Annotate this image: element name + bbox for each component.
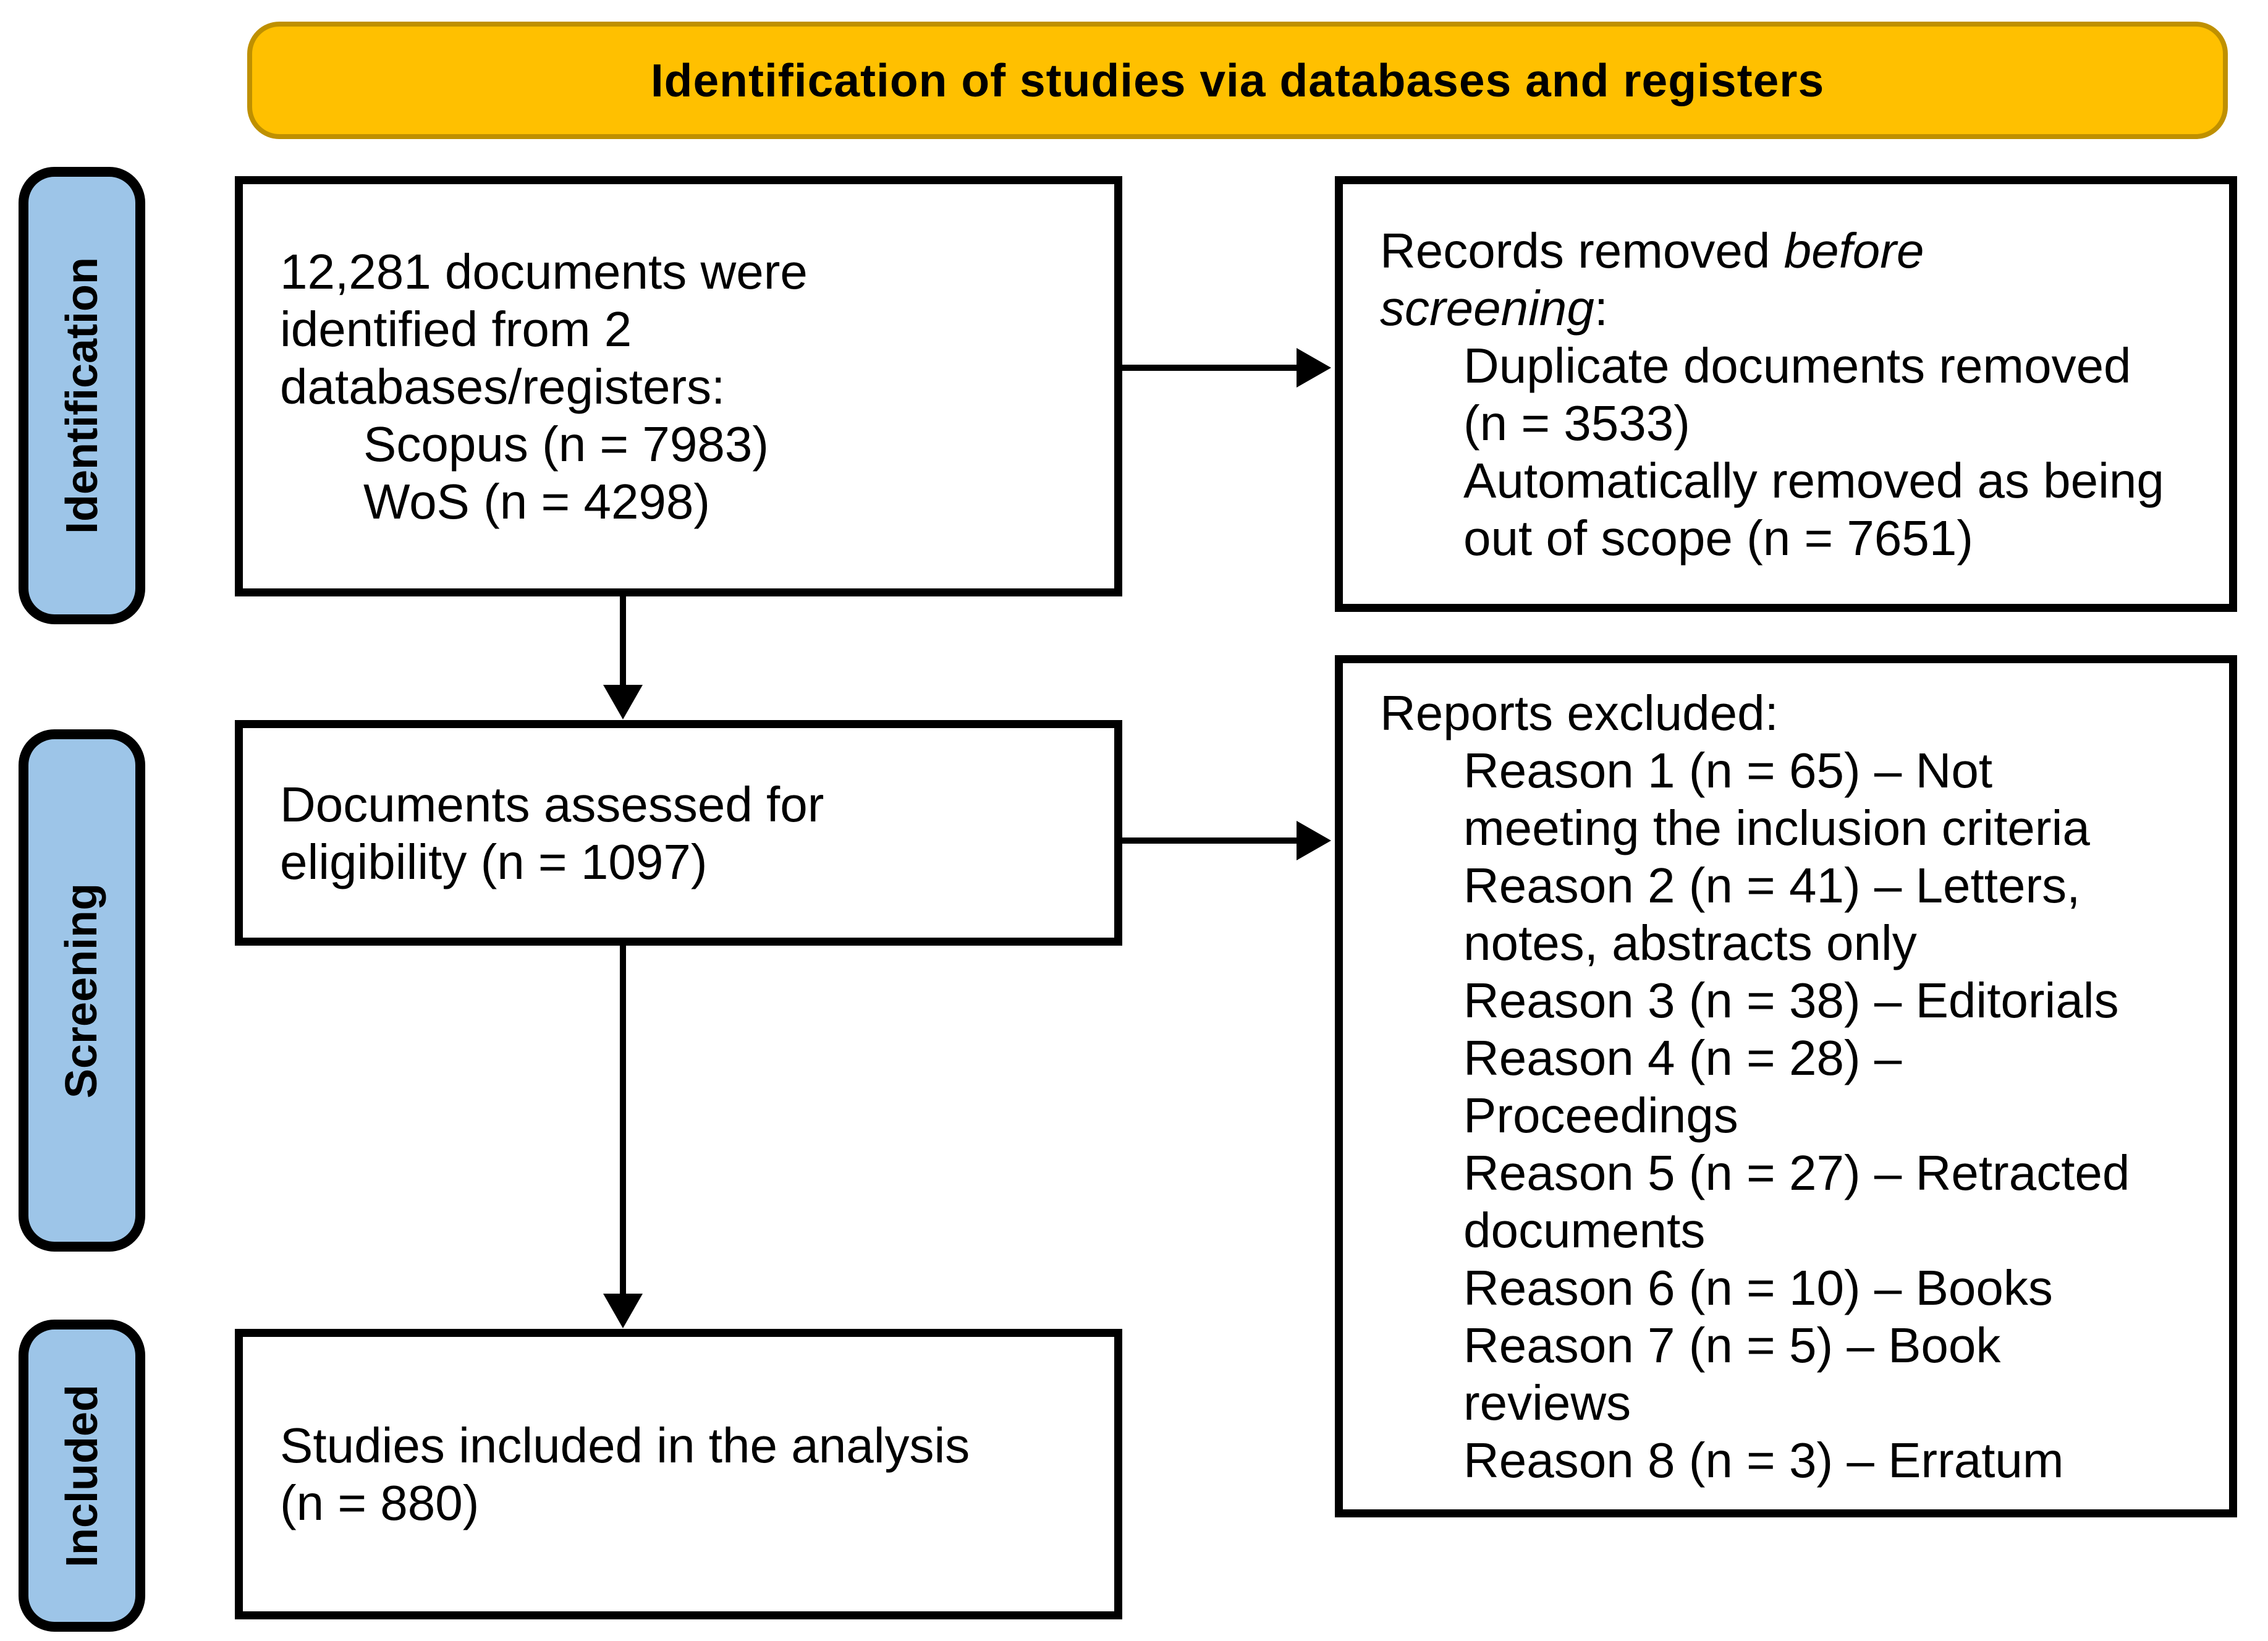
banner-title: Identification of studies via databases …: [650, 54, 1825, 106]
text-segment: Proceedings: [1463, 1087, 1738, 1143]
text-line: Reason 3 (n = 38) – Editorials: [1380, 972, 2217, 1029]
stage-label-included: Included: [19, 1320, 145, 1632]
stage-label-screening-text: Screening: [57, 883, 107, 1098]
text-segment: Reason 3 (n = 38) – Editorials: [1463, 972, 2119, 1028]
box-reports-excluded: Reports excluded:Reason 1 (n = 65) – Not…: [1335, 655, 2237, 1517]
text-line: identified from 2: [280, 300, 1102, 358]
text-segment: documents: [1463, 1202, 1706, 1258]
text-line: databases/registers:: [280, 358, 1102, 415]
text-line: screening:: [1380, 279, 2217, 337]
text-line: reviews: [1380, 1374, 2217, 1431]
box-studies-included: Studies included in the analysis(n = 880…: [235, 1329, 1122, 1619]
text-line: Duplicate documents removed: [1380, 337, 2217, 394]
text-segment: reviews: [1463, 1375, 1631, 1430]
text-line: (n = 3533): [1380, 394, 2217, 452]
arrow-assessed-to-excluded-line: [1122, 837, 1299, 844]
text-segment: 12,281 documents were: [280, 244, 808, 299]
text-segment: databases/registers:: [280, 358, 726, 414]
text-line: Studies included in the analysis: [280, 1417, 1102, 1474]
text-segment: (n = 3533): [1463, 395, 1690, 451]
text-line: Reason 5 (n = 27) – Retracted: [1380, 1144, 2217, 1202]
text-segment: Reason 7 (n = 5) – Book: [1463, 1317, 2001, 1373]
text-line: eligibility (n = 1097): [280, 833, 1102, 891]
text-segment: Documents assessed for: [280, 776, 824, 832]
text-segment: out of scope (n = 7651): [1463, 510, 1973, 566]
text-line: Reason 2 (n = 41) – Letters,: [1380, 857, 2217, 914]
text-segment: Reason 8 (n = 3) – Erratum: [1463, 1432, 2064, 1488]
text-line: Documents assessed for: [280, 776, 1102, 833]
arrow-identified-to-removed-line: [1122, 365, 1299, 371]
text-line: Automatically removed as being: [1380, 452, 2217, 509]
text-segment: Reason 1 (n = 65) – Not: [1463, 742, 1993, 798]
text-line: meeting the inclusion criteria: [1380, 799, 2217, 857]
text-line: Records removed before: [1380, 222, 2217, 279]
arrow-assessed-to-excluded-head: [1297, 821, 1331, 860]
stage-label-identification-text: Identification: [57, 257, 107, 534]
text-segment: Reports excluded:: [1380, 685, 1779, 740]
text-segment: Reason 2 (n = 41) – Letters,: [1463, 857, 2081, 913]
text-segment: notes, abstracts only: [1463, 915, 1917, 970]
text-line: Reason 4 (n = 28) –: [1380, 1029, 2217, 1087]
text-segment: Records removed: [1380, 223, 1784, 278]
text-segment: Reason 6 (n = 10) – Books: [1463, 1260, 2053, 1315]
text-line: Reason 1 (n = 65) – Not: [1380, 742, 2217, 799]
text-line: out of scope (n = 7651): [1380, 509, 2217, 567]
text-line: Scopus (n = 7983): [280, 415, 1102, 473]
arrow-identified-to-assessed-line: [620, 596, 626, 688]
text-line: notes, abstracts only: [1380, 914, 2217, 972]
text-segment: WoS (n = 4298): [363, 473, 711, 529]
text-line: Reports excluded:: [1380, 684, 2217, 742]
arrow-assessed-to-included-head: [603, 1294, 643, 1328]
arrow-identified-to-removed-head: [1297, 348, 1331, 388]
text-line: WoS (n = 4298): [280, 473, 1102, 530]
stage-label-identification: Identification: [19, 167, 145, 624]
text-segment: before: [1784, 223, 1924, 278]
arrow-assessed-to-included-line: [620, 946, 626, 1297]
text-segment: (n = 880): [280, 1475, 480, 1530]
text-line: (n = 880): [280, 1474, 1102, 1532]
text-line: Reason 6 (n = 10) – Books: [1380, 1259, 2217, 1317]
text-line: Proceedings: [1380, 1087, 2217, 1144]
text-line: 12,281 documents were: [280, 243, 1102, 300]
text-segment: Duplicate documents removed: [1463, 337, 2131, 393]
text-segment: eligibility (n = 1097): [280, 834, 708, 889]
text-line: documents: [1380, 1202, 2217, 1259]
stage-label-included-text: Included: [57, 1384, 107, 1567]
text-segment: Reason 5 (n = 27) – Retracted: [1463, 1145, 2130, 1200]
text-segment: meeting the inclusion criteria: [1463, 800, 2090, 855]
text-segment: Reason 4 (n = 28) –: [1463, 1030, 1902, 1085]
text-segment: screening: [1380, 280, 1594, 336]
text-segment: Studies included in the analysis: [280, 1418, 970, 1473]
text-segment: identified from 2: [280, 301, 632, 357]
arrow-identified-to-assessed-head: [603, 685, 643, 719]
text-line: Reason 8 (n = 3) – Erratum: [1380, 1431, 2217, 1489]
banner: Identification of studies via databases …: [247, 22, 2228, 139]
stage-label-screening: Screening: [19, 729, 145, 1252]
text-segment: Automatically removed as being: [1463, 452, 2164, 508]
text-line: Reason 7 (n = 5) – Book: [1380, 1317, 2217, 1374]
text-segment: :: [1594, 280, 1609, 336]
text-segment: Scopus (n = 7983): [363, 416, 769, 472]
